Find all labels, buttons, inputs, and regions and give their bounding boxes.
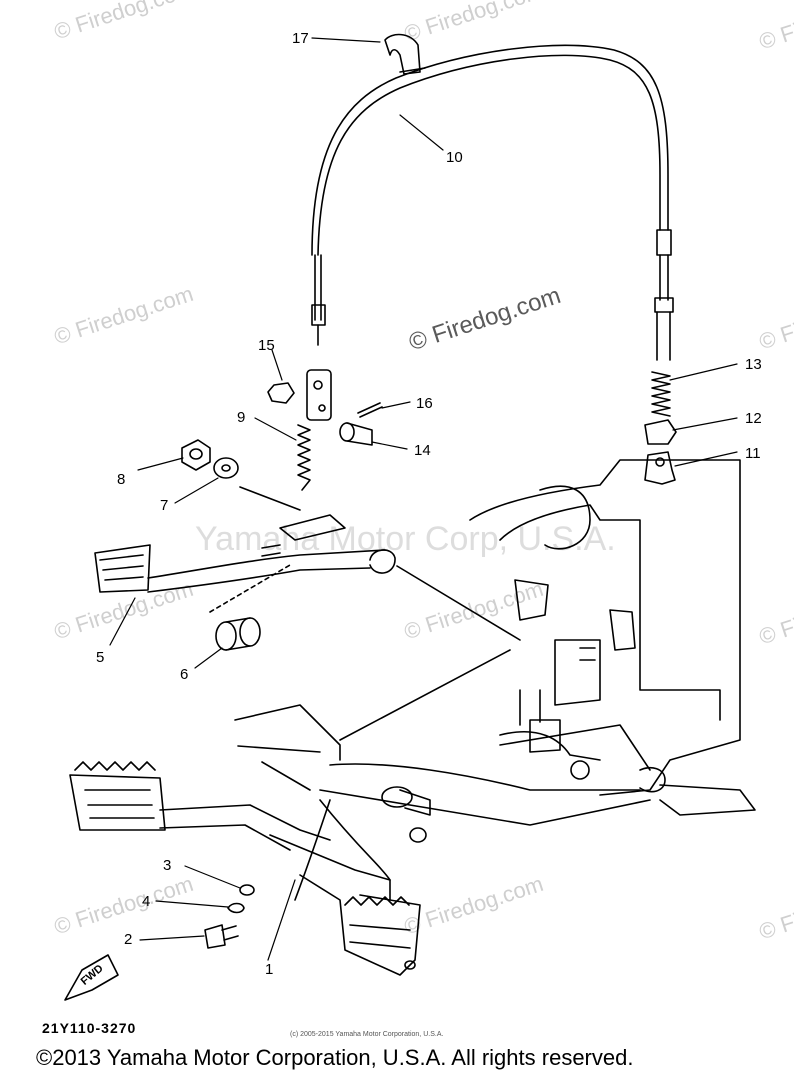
callout-14: 14 — [414, 442, 431, 459]
dashed-guide — [209, 564, 291, 613]
leader-line — [339, 649, 511, 741]
callout-13: 13 — [745, 356, 762, 373]
callout-4: 4 — [142, 893, 151, 910]
bolt-2 — [204, 924, 239, 949]
leader-line — [396, 565, 521, 641]
callout-9: 9 — [237, 409, 246, 426]
callout-5: 5 — [96, 649, 105, 666]
callout-17: 17 — [292, 30, 309, 47]
cotter-pin — [357, 402, 383, 418]
callout-3: 3 — [163, 857, 172, 874]
brake-pedal — [94, 514, 396, 593]
callout-2: 2 — [124, 931, 133, 948]
copyright-notice: ©2013 Yamaha Motor Corporation, U.S.A. A… — [36, 1045, 634, 1070]
frame — [469, 459, 756, 816]
small-copyright: (c) 2005-2015 Yamaha Motor Corporation, … — [290, 1031, 444, 1038]
brake-cable — [311, 44, 674, 361]
callout-leaders — [109, 37, 738, 961]
washer-7 — [213, 457, 239, 479]
callout-6: 6 — [180, 666, 189, 683]
pin-14 — [339, 422, 373, 446]
fwd-arrow-icon — [64, 954, 119, 1001]
callout-8: 8 — [117, 471, 126, 488]
leader-line — [237, 745, 321, 791]
callout-1: 1 — [265, 961, 274, 978]
watermark-center: Yamaha Motor Corp, U.S.A. — [195, 520, 616, 558]
spring — [297, 424, 311, 491]
callout-11: 11 — [745, 445, 761, 462]
leader-line — [239, 486, 301, 511]
callout-12: 12 — [745, 410, 762, 427]
cable-clevis — [306, 369, 332, 421]
callout-15: 15 — [258, 337, 275, 354]
footrest-assembly — [69, 761, 421, 976]
washer-4 — [227, 902, 245, 914]
nut-15 — [267, 382, 295, 404]
callout-10: 10 — [446, 149, 463, 166]
callout-7: 7 — [160, 497, 169, 514]
nut-8 — [181, 439, 211, 471]
part-code: 21Y110-3270 — [42, 1020, 137, 1036]
washer-3 — [239, 884, 255, 896]
callout-16: 16 — [416, 395, 433, 412]
adjuster-holder — [644, 451, 676, 485]
bushing — [215, 617, 261, 651]
lower-tube — [234, 704, 651, 901]
adjuster-spring — [651, 371, 671, 417]
cable-clamp — [384, 33, 426, 75]
adjuster-nut — [644, 419, 677, 445]
